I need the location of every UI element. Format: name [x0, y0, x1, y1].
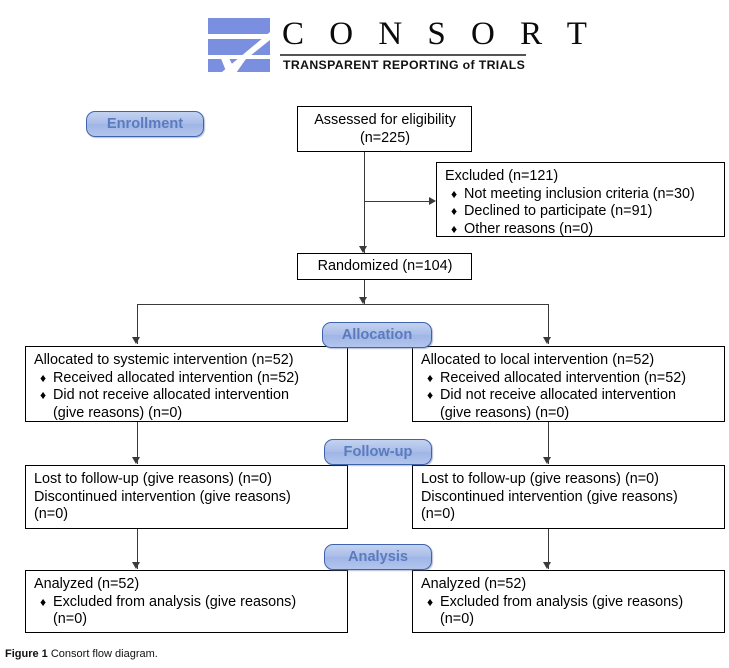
- figure-caption: Figure 1 Consort flow diagram.: [5, 648, 158, 660]
- diamond-bullet-icon: ♦: [40, 388, 47, 402]
- diamond-bullet-icon: ♦: [451, 221, 458, 236]
- box-followup-right: Lost to follow-up (give reasons) (n=0) D…: [412, 465, 725, 529]
- assessed-line-2: (n=225): [359, 129, 410, 146]
- diamond-bullet-icon: ♦: [427, 388, 434, 402]
- follow-right-line-2: Discontinued intervention (give reasons): [421, 488, 678, 505]
- diamond-bullet-icon: ♦: [40, 370, 47, 385]
- analysis-right-item-1-label: Excluded from analysis (give reasons): [440, 593, 684, 610]
- connector-split-right: [548, 304, 550, 344]
- excluded-item-1-label: Not meeting inclusion criteria (n=30): [464, 185, 695, 202]
- box-followup-left: Lost to follow-up (give reasons) (n=0) D…: [25, 465, 348, 529]
- excluded-item-2-label: Declined to participate (n=91): [464, 203, 653, 219]
- analysis-left-item-1: ♦ Excluded from analysis (give reasons): [34, 594, 340, 612]
- diamond-bullet-icon: ♦: [451, 204, 458, 218]
- arrowhead-analysis-left: [132, 562, 141, 569]
- follow-right-line-1: Lost to follow-up (give reasons) (n=0): [421, 471, 659, 487]
- box-excluded: Excluded (n=121) ♦ Not meeting inclusion…: [436, 162, 725, 237]
- box-allocation-left: Allocated to systemic intervention (n=52…: [25, 346, 348, 422]
- alloc-right-continuation: (give reasons) (n=0): [440, 404, 570, 421]
- alloc-left-title: Allocated to systemic intervention (n=52…: [34, 352, 294, 368]
- box-randomized: Randomized (n=104): [297, 253, 472, 280]
- arrowhead-to-randomized: [359, 246, 368, 253]
- connector-allocation-split: [137, 304, 548, 306]
- analysis-left-item-1-label: Excluded from analysis (give reasons): [53, 593, 297, 610]
- alloc-left-continuation: (give reasons) (n=0): [53, 404, 183, 421]
- follow-left-line-2: Discontinued intervention (give reasons): [34, 488, 291, 505]
- box-allocation-right: Allocated to local intervention (n=52) ♦…: [412, 346, 725, 422]
- diamond-bullet-icon: ♦: [427, 370, 434, 385]
- figure-caption-label: Figure 1: [5, 648, 48, 660]
- connector-allocleft-to-followleft: [137, 422, 139, 464]
- consort-wordmark: C O N S O R T: [282, 16, 596, 52]
- consort-tagline: TRANSPARENT REPORTING of TRIALS: [283, 58, 526, 72]
- connector-followleft-to-analysisleft: [137, 529, 139, 569]
- excluded-title: Excluded (n=121): [445, 168, 559, 184]
- excluded-item-2: ♦ Declined to participate (n=91): [445, 203, 717, 221]
- analysis-right-continuation: (n=0): [440, 611, 474, 627]
- randomized-label: Randomized (n=104): [317, 258, 453, 274]
- connector-split-left: [137, 304, 139, 344]
- excluded-item-3: ♦ Other reasons (n=0): [445, 221, 717, 239]
- excluded-item-3-label: Other reasons (n=0): [464, 220, 594, 237]
- assessed-line-1: Assessed for eligibility: [314, 112, 456, 128]
- arrowhead-analysis-right: [543, 562, 552, 569]
- stage-label-enrollment: Enrollment: [86, 111, 204, 137]
- follow-left-line-3: (n=0): [34, 506, 68, 522]
- arrowhead-alloc-left: [132, 337, 141, 344]
- consort-logo: C O N S O R T TRANSPARENT REPORTING of T…: [208, 12, 596, 82]
- box-analysis-left: Analyzed (n=52) ♦ Excluded from analysis…: [25, 570, 348, 633]
- analysis-right-title: Analyzed (n=52): [421, 576, 527, 592]
- connector-assessed-to-randomized: [364, 152, 366, 253]
- alloc-left-item-2: ♦ Did not receive allocated intervention: [34, 387, 340, 405]
- diamond-bullet-icon: ♦: [40, 594, 47, 609]
- arrowhead-followup-left: [132, 457, 141, 464]
- alloc-left-item-2-label: Did not receive allocated intervention: [53, 387, 289, 403]
- alloc-right-item-1-label: Received allocated intervention (n=52): [440, 369, 686, 386]
- arrowhead-to-excluded: [429, 196, 436, 205]
- alloc-left-item-1-label: Received allocated intervention (n=52): [53, 369, 299, 386]
- diamond-bullet-icon: ♦: [427, 594, 434, 609]
- box-analysis-right: Analyzed (n=52) ♦ Excluded from analysis…: [412, 570, 725, 633]
- alloc-right-item-1: ♦ Received allocated intervention (n=52): [421, 370, 717, 388]
- alloc-right-item-2: ♦ Did not receive allocated intervention: [421, 387, 717, 405]
- arrowhead-randomized-split: [359, 297, 368, 304]
- stage-label-allocation: Allocation: [322, 322, 432, 348]
- arrowhead-alloc-right: [543, 337, 552, 344]
- diamond-bullet-icon: ♦: [451, 186, 458, 201]
- connector-allocright-to-followright: [548, 422, 550, 464]
- alloc-left-item-1: ♦ Received allocated intervention (n=52): [34, 370, 340, 388]
- arrowhead-followup-right: [543, 457, 552, 464]
- connector-randomized-stem: [364, 280, 366, 304]
- alloc-right-item-2-label: Did not receive allocated intervention: [440, 387, 676, 403]
- analysis-left-title: Analyzed (n=52): [34, 576, 140, 592]
- connector-followright-to-analysisright: [548, 529, 550, 569]
- consort-wordmark-block: C O N S O R T TRANSPARENT REPORTING of T…: [280, 12, 596, 78]
- stage-label-analysis: Analysis: [324, 544, 432, 570]
- connector-to-excluded: [364, 201, 430, 203]
- analysis-left-continuation: (n=0): [53, 611, 87, 627]
- logo-divider-rule: [280, 54, 526, 56]
- excluded-item-1: ♦ Not meeting inclusion criteria (n=30): [445, 186, 717, 204]
- stage-label-followup: Follow-up: [324, 439, 432, 465]
- consort-logo-mark: [208, 14, 270, 76]
- follow-right-line-3: (n=0): [421, 506, 455, 522]
- analysis-right-item-1: ♦ Excluded from analysis (give reasons): [421, 594, 717, 612]
- figure-caption-text: Consort flow diagram.: [50, 648, 158, 660]
- alloc-right-title: Allocated to local intervention (n=52): [421, 352, 655, 368]
- box-assessed-for-eligibility: Assessed for eligibility (n=225): [297, 106, 472, 152]
- follow-left-line-1: Lost to follow-up (give reasons) (n=0): [34, 471, 272, 487]
